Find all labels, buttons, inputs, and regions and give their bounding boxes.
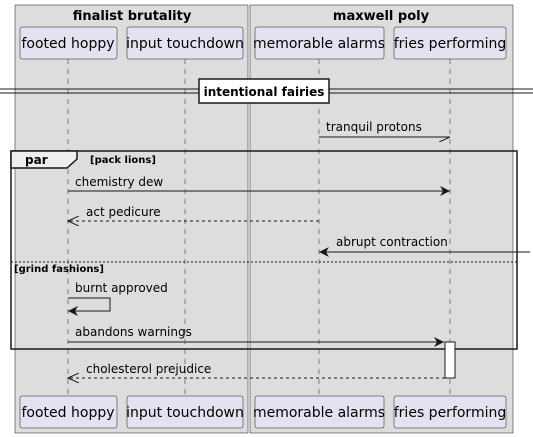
divider-box [198,78,330,104]
message-label-tranquil-protons: tranquil protons [326,120,422,134]
par-fragment [10,150,518,350]
participant-label: memorable alarms [253,36,385,52]
participant-label: footed hoppy [22,405,115,421]
message-label-burnt-approved: burnt approved [75,281,168,295]
message-label-abandons-warnings: abandons warnings [75,325,192,339]
message-label-cholesterol-prejudice: cholesterol prejudice [86,362,211,376]
par-fragment-tab [10,150,78,169]
message-label-abrupt-contraction: abrupt contraction [336,235,448,249]
participant-footed-hoppy-bottom[interactable] [19,395,118,429]
participant-label: input touchdown [126,405,244,421]
participant-memorable-alarms-top[interactable] [254,26,385,60]
divider-label: intentional fairies [204,85,325,99]
participant-footed-hoppy-top[interactable] [19,26,118,60]
activation-bar-fries-performing [444,341,456,379]
participant-label: footed hoppy [22,36,115,52]
participant-label: input touchdown [126,36,244,52]
message-label-chemistry-dew: chemistry dew [75,175,163,189]
par-guard-2: [grind fashions] [14,264,104,275]
box-title-maxwell-poly: maxwell poly [333,9,430,24]
participant-fries-performing-top[interactable] [393,26,507,60]
message-label-act-pedicure: act pedicure [86,205,161,219]
box-maxwell-poly [249,4,514,434]
par-operator-label: par [25,153,48,167]
participant-input-touchdown-top[interactable] [126,26,244,60]
box-finalist-brutality [14,4,249,434]
participant-input-touchdown-bottom[interactable] [126,395,244,429]
box-title-finalist-brutality: finalist brutality [73,9,192,24]
participant-label: memorable alarms [253,405,385,421]
participant-label: fries performing [394,405,506,421]
par-guard-1: [pack lions] [90,155,156,166]
participant-memorable-alarms-bottom[interactable] [254,395,385,429]
message-arrow-burnt-approved [68,297,111,316]
participant-label: fries performing [394,36,506,52]
participant-fries-performing-bottom[interactable] [393,395,507,429]
